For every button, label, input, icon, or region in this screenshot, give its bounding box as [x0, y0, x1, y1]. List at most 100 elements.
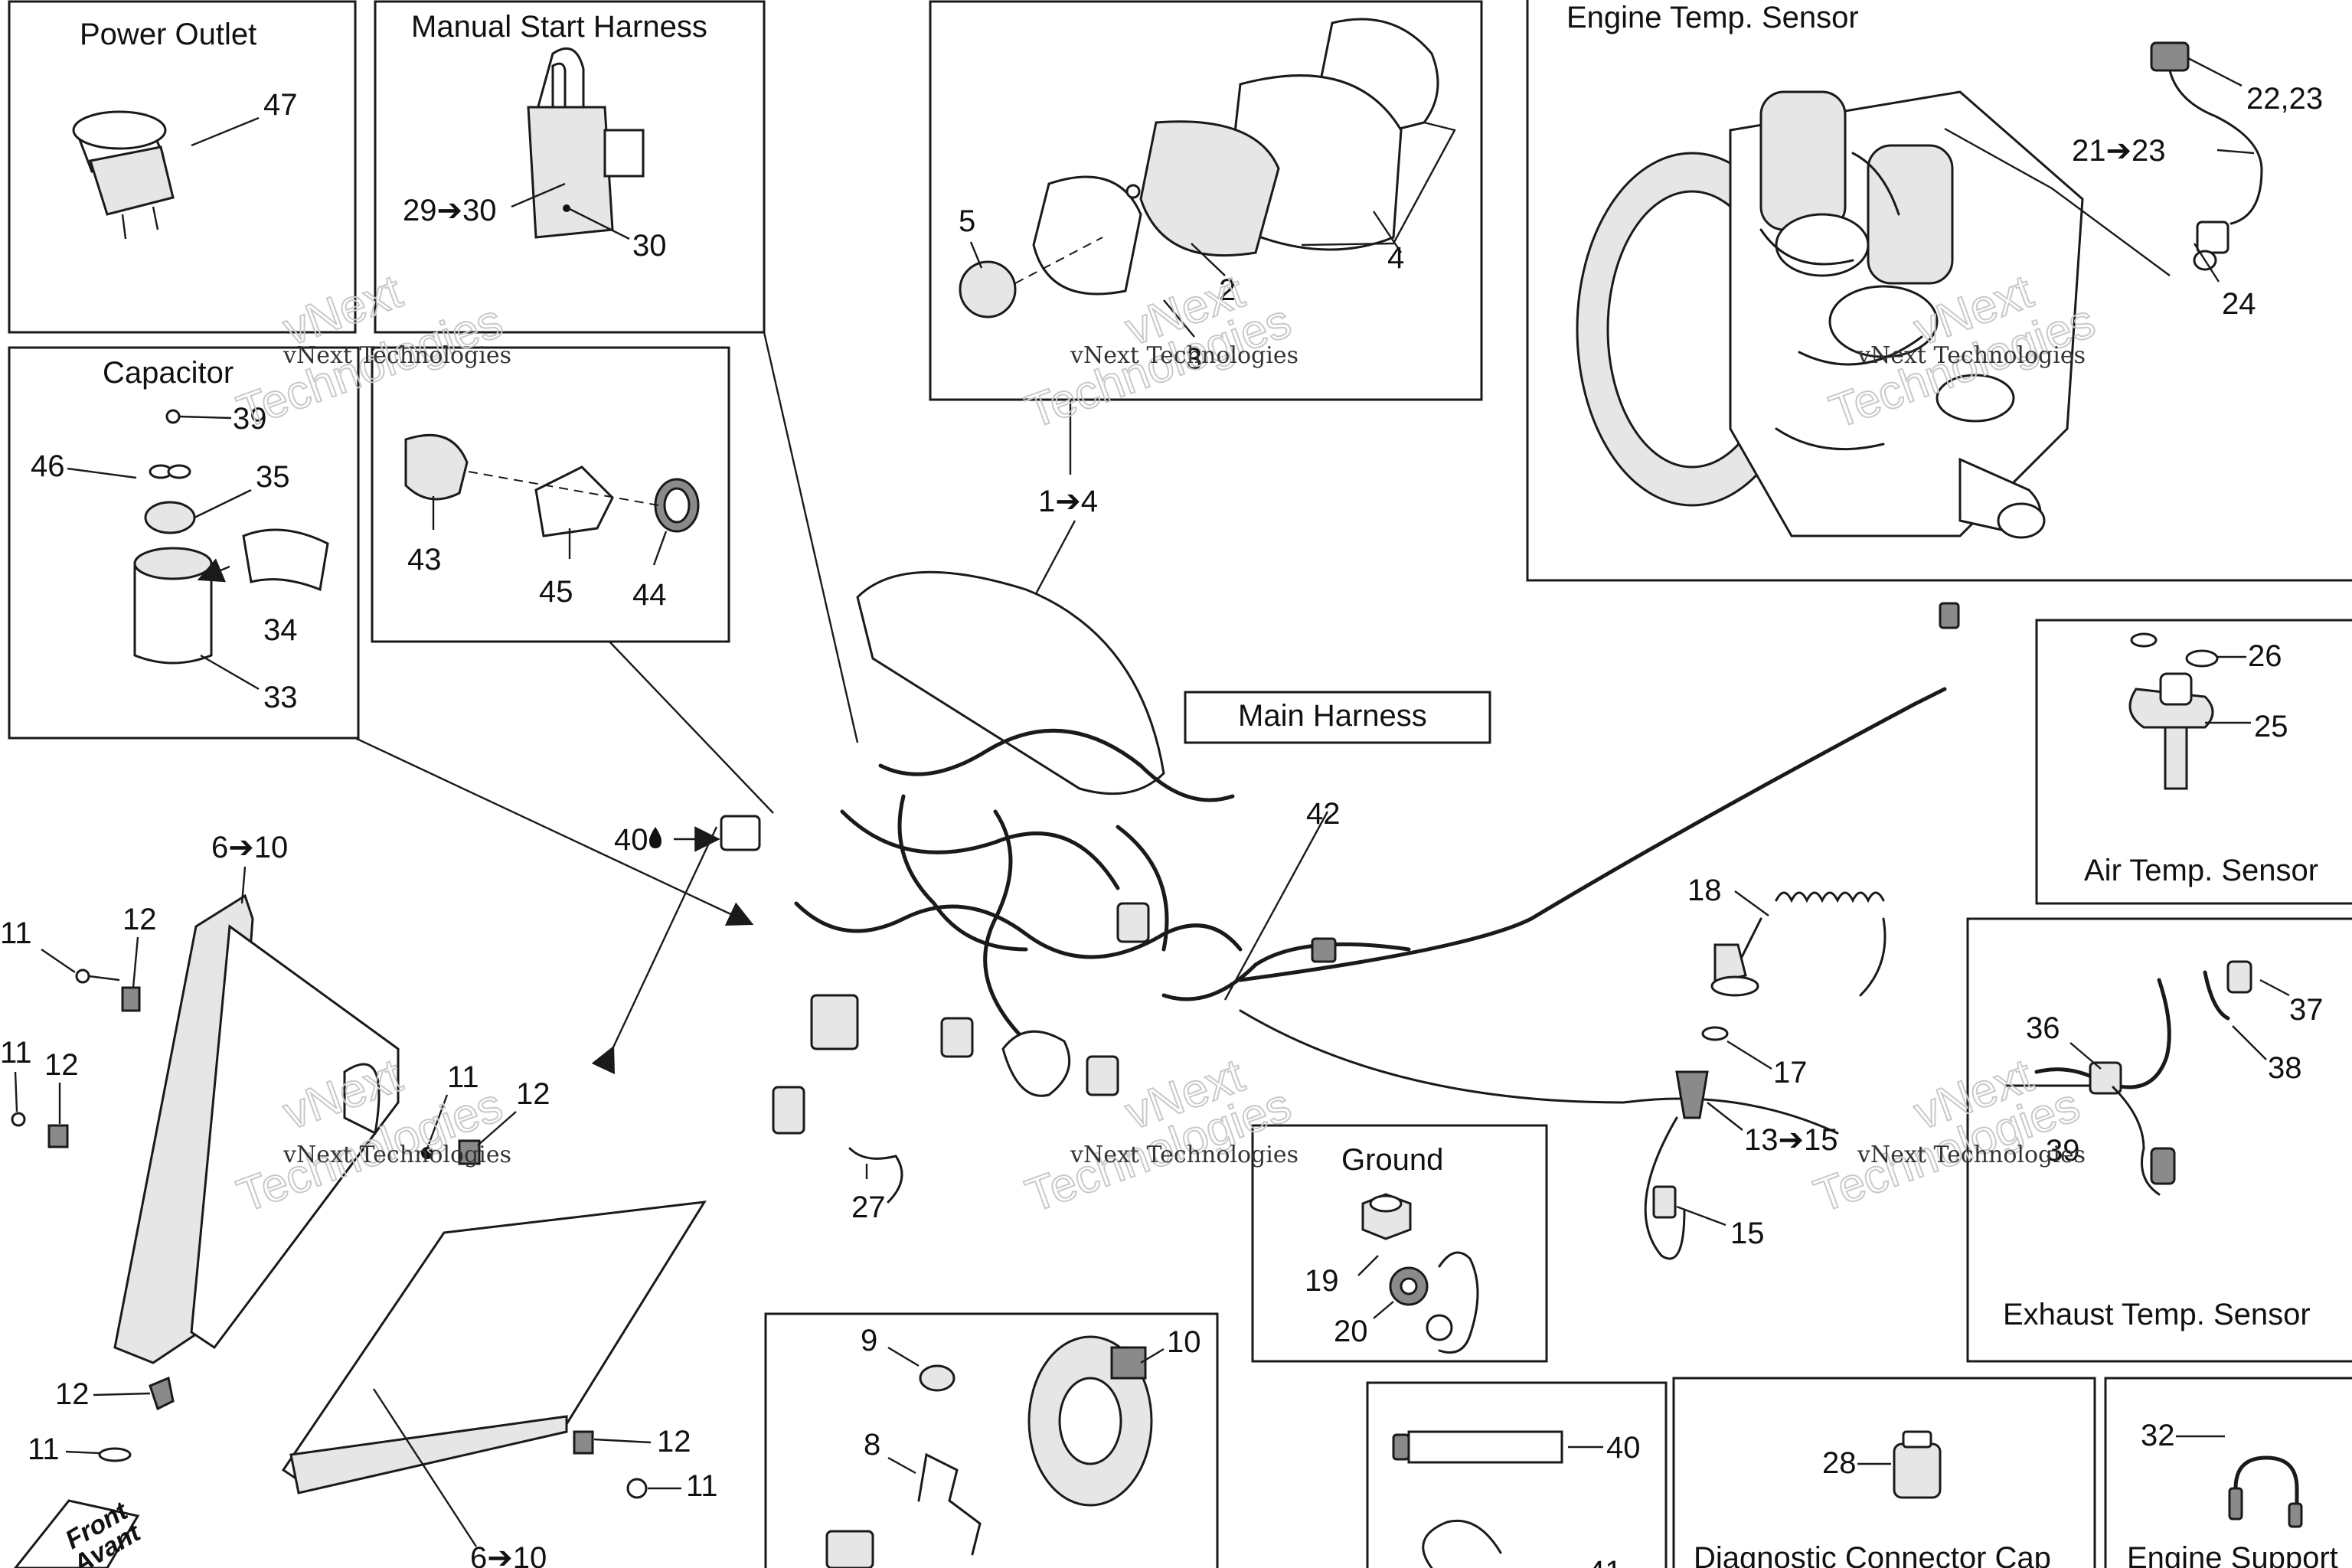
capacitor-detail-box — [371, 346, 730, 643]
power-outlet-title: Power Outlet — [80, 18, 256, 51]
callout-39-b: 39 — [2046, 1134, 2080, 1168]
watermark-text: vNext Technologies — [1070, 1142, 1298, 1168]
callout-18: 18 — [1687, 874, 1722, 907]
callout-45: 45 — [539, 575, 573, 609]
callout-22-23: 22,23 — [2246, 82, 2323, 116]
capacitor-mount-parts — [404, 433, 700, 537]
callout-11-c: 11 — [447, 1060, 479, 1094]
callout-30: 30 — [632, 229, 667, 263]
watermark-text: vNext Technologies — [1070, 342, 1298, 369]
callout-6-10-top: 6➔10 — [211, 831, 288, 864]
watermark-text: vNext Technologies — [283, 1142, 511, 1168]
headlight-detail-parts — [825, 1335, 1153, 1568]
watermark-text: vNext Technologies — [283, 342, 511, 369]
callout-36: 36 — [2026, 1011, 2060, 1045]
capacitor-title: Capacitor — [103, 356, 234, 390]
callout-1-4: 1➔4 — [1038, 485, 1098, 518]
dielectric-grease-box — [1366, 1381, 1668, 1568]
callout-8: 8 — [864, 1428, 880, 1462]
callout-12-a: 12 — [122, 903, 157, 936]
callout-20: 20 — [1334, 1315, 1368, 1348]
main-harness-title: Main Harness — [1238, 699, 1427, 733]
dess-tether-parts — [1644, 891, 1886, 1260]
callout-40-top: 40 — [614, 823, 648, 857]
engine-support-box — [2104, 1377, 2352, 1568]
engine-temp-sensor-title: Engine Temp. Sensor — [1566, 1, 1859, 34]
callout-17: 17 — [1773, 1056, 1808, 1089]
front-direction-arrow: Front Avant — [14, 1496, 146, 1568]
ground-parts — [1361, 1193, 1479, 1354]
manual-start-harness-box — [374, 0, 766, 334]
air-temp-sensor-part — [2128, 632, 2219, 790]
headlight-assembly — [11, 893, 707, 1499]
callout-11-d: 11 — [28, 1432, 60, 1466]
callout-5: 5 — [959, 204, 975, 238]
callout-12-d: 12 — [55, 1377, 90, 1411]
air-temp-sensor-box — [2035, 619, 2352, 905]
callout-43: 43 — [407, 543, 442, 577]
callout-11-a: 11 — [0, 916, 32, 950]
callout-15: 15 — [1730, 1217, 1765, 1250]
callout-42: 42 — [1306, 797, 1341, 831]
power-outlet-part — [72, 110, 175, 240]
callout-40-b: 40 — [1606, 1431, 1641, 1465]
callout-9: 9 — [861, 1324, 877, 1357]
callout-39: 39 — [233, 402, 267, 436]
callout-25: 25 — [2254, 710, 2288, 743]
callout-11-b: 11 — [0, 1036, 32, 1070]
power-outlet-box — [8, 0, 357, 334]
callout-47: 47 — [263, 88, 298, 122]
engine-temp-sensor-part — [2150, 41, 2263, 271]
engine-support-part — [2228, 1455, 2303, 1528]
callout-35: 35 — [256, 460, 290, 494]
diagnostic-connector-cap-box — [1672, 1377, 2096, 1568]
callout-4: 4 — [1387, 241, 1404, 275]
dielectric-grease-tube — [1392, 1430, 1563, 1568]
exhaust-temp-sensor-title: Exhaust Temp. Sensor — [2003, 1298, 2311, 1331]
callout-44: 44 — [632, 578, 667, 612]
gauge-cluster-parts — [959, 18, 1439, 318]
callout-46: 46 — [31, 449, 65, 483]
ground-title: Ground — [1341, 1143, 1443, 1177]
callout-10: 10 — [1167, 1325, 1201, 1359]
callout-21-23: 21➔23 — [2072, 134, 2166, 168]
watermark-text: vNext Technologies — [1857, 1142, 2086, 1168]
callout-28: 28 — [1822, 1446, 1857, 1480]
callout-33: 33 — [263, 681, 298, 714]
watermark-text: vNext Technologies — [1857, 342, 2086, 369]
callout-29-30: 29➔30 — [403, 194, 497, 227]
capacitor-parts — [133, 409, 329, 665]
exhaust-temp-sensor-box — [1966, 917, 2352, 1363]
headlight-detail-box — [764, 1312, 1219, 1568]
callout-19: 19 — [1305, 1264, 1339, 1298]
callout-37: 37 — [2289, 993, 2324, 1027]
manual-start-harness-title: Manual Start Harness — [411, 10, 707, 44]
diagnostic-connector-cap-part — [1893, 1430, 1942, 1499]
gauge-cluster-box — [929, 0, 1483, 401]
callout-12-e: 12 — [657, 1425, 691, 1459]
manual-start-connector-part — [527, 47, 645, 239]
callout-38: 38 — [2268, 1051, 2302, 1085]
callout-12-b: 12 — [44, 1048, 79, 1082]
callout-12-c: 12 — [516, 1077, 550, 1111]
exhaust-temp-sensor-parts — [2004, 960, 2252, 1196]
callout-6-10-bottom: 6➔10 — [470, 1541, 547, 1568]
callout-34: 34 — [263, 613, 298, 647]
callout-26: 26 — [2248, 639, 2282, 673]
main-harness-part — [720, 570, 1960, 1204]
callout-13-15: 13➔15 — [1744, 1123, 1838, 1157]
air-temp-sensor-title: Air Temp. Sensor — [2084, 854, 2318, 887]
main-harness-label-box — [1184, 691, 1491, 744]
callout-11-e: 11 — [686, 1469, 718, 1503]
callout-27: 27 — [851, 1191, 886, 1224]
engine-support-title: Engine Support — [2127, 1541, 2338, 1568]
engine-assembly — [1576, 90, 2084, 539]
callout-41: 41 — [1588, 1555, 1622, 1568]
engine-temp-sensor-box — [1526, 0, 2352, 582]
ground-box — [1251, 1124, 1548, 1363]
callout-2: 2 — [1219, 273, 1236, 307]
callout-32: 32 — [2141, 1419, 2175, 1452]
diagnostic-connector-cap-title: Diagnostic Connector Cap — [1694, 1541, 2051, 1568]
callout-3: 3 — [1185, 342, 1202, 376]
